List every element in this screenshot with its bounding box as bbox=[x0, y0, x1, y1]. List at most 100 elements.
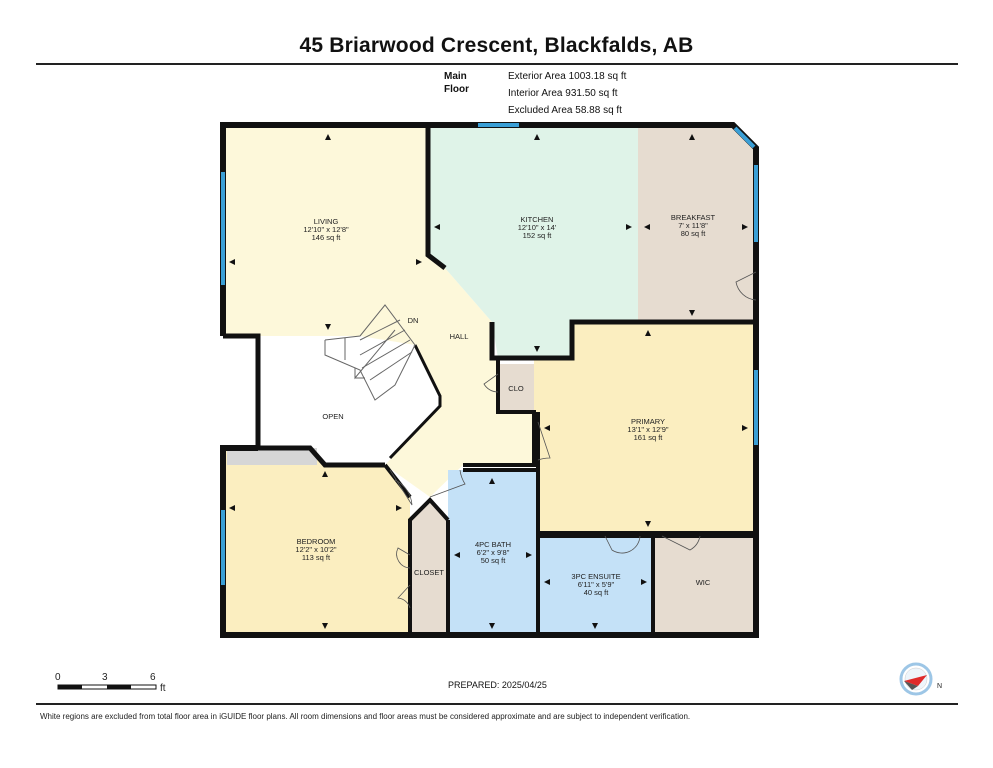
scale-tick-6: 6 bbox=[150, 672, 156, 683]
kitchen-hall-wall bbox=[425, 125, 447, 270]
marker bbox=[742, 425, 748, 431]
marker bbox=[325, 134, 331, 140]
floor-label: Main Floor bbox=[444, 71, 469, 95]
living-area: 146 sq ft bbox=[312, 233, 342, 242]
primary-dims: 13'1" x 12'9" bbox=[627, 425, 668, 434]
kitchen-label: KITCHEN bbox=[521, 215, 554, 224]
living-dims: 12'10" x 12'8" bbox=[303, 225, 349, 234]
stair-outline bbox=[324, 304, 416, 401]
living-label: LIVING bbox=[314, 217, 339, 226]
marker bbox=[544, 579, 550, 585]
marker bbox=[396, 505, 402, 511]
footnote: White regions are excluded from total fl… bbox=[40, 712, 691, 721]
marker bbox=[322, 471, 328, 477]
primary-area: 161 sq ft bbox=[634, 433, 664, 442]
wic-fill bbox=[653, 536, 756, 635]
excluded-strip bbox=[227, 448, 317, 465]
clo-fill bbox=[498, 364, 534, 412]
compass-north: N bbox=[937, 683, 942, 690]
marker bbox=[626, 224, 632, 230]
header-divider bbox=[36, 63, 958, 65]
clo-wall bbox=[463, 358, 536, 467]
bedroom-area: 113 sq ft bbox=[302, 553, 331, 562]
door-bedroom bbox=[389, 469, 413, 506]
marker bbox=[689, 310, 695, 316]
room-labels: LIVING 12'10" x 12'8" 146 sq ft KITCHEN … bbox=[295, 213, 715, 597]
marker bbox=[644, 224, 650, 230]
door-primary bbox=[537, 421, 551, 461]
closet-wall bbox=[408, 497, 450, 635]
scale-bar: 0 3 6 ft bbox=[55, 672, 166, 694]
stair-step bbox=[359, 329, 406, 356]
footer-divider bbox=[36, 703, 958, 705]
marker bbox=[645, 521, 651, 527]
bedroom-dims: 12'2" x 10'2" bbox=[295, 545, 336, 554]
open-fill bbox=[258, 336, 440, 465]
closet-fill bbox=[410, 500, 448, 635]
marker bbox=[325, 324, 331, 330]
marker bbox=[689, 134, 695, 140]
hall-label: HALL bbox=[450, 332, 469, 341]
ensuite-area: 40 sq ft bbox=[584, 588, 610, 597]
marker bbox=[322, 623, 328, 629]
exterior-area: Exterior Area 1003.18 sq ft bbox=[508, 71, 627, 82]
marker bbox=[489, 478, 495, 484]
marker bbox=[489, 623, 495, 629]
open-west-wall bbox=[223, 333, 385, 468]
primary-label: PRIMARY bbox=[631, 417, 665, 426]
stair-step bbox=[361, 339, 411, 369]
marker bbox=[592, 623, 598, 629]
breakfast-fill bbox=[638, 125, 756, 322]
kitchen-dims: 12'10" x 14' bbox=[518, 223, 557, 232]
doors bbox=[389, 271, 757, 609]
stair-step bbox=[359, 319, 401, 341]
dimension-markers bbox=[229, 134, 748, 629]
marker bbox=[526, 552, 532, 558]
ensuite-dims: 6'11" x 5'9" bbox=[578, 580, 615, 589]
stair-arrow bbox=[354, 329, 396, 380]
kitchen-south-wall bbox=[489, 319, 756, 361]
marker bbox=[434, 224, 440, 230]
bath-dims: 6'2" x 9'8" bbox=[477, 548, 510, 557]
marker bbox=[641, 579, 647, 585]
ensuite-label: 3PC ENSUITE bbox=[571, 572, 620, 581]
stair-rail bbox=[388, 344, 442, 460]
clo-label: CLO bbox=[508, 384, 524, 393]
ensuite-fill bbox=[538, 536, 653, 635]
door-closet-1 bbox=[396, 547, 411, 569]
staircase bbox=[324, 304, 416, 401]
wic-label: WIC bbox=[696, 578, 711, 587]
marker bbox=[416, 259, 422, 265]
breakfast-dims: 7' x 11'8" bbox=[678, 221, 708, 230]
excluded-area: Excluded Area 58.88 sq ft bbox=[508, 105, 622, 116]
marker bbox=[229, 259, 235, 265]
open-label: OPEN bbox=[322, 412, 343, 421]
bath-label: 4PC BATH bbox=[475, 540, 511, 549]
interior-area: Interior Area 931.50 sq ft bbox=[508, 88, 618, 99]
kitchen-area: 152 sq ft bbox=[523, 231, 553, 240]
scale-tick-3: 3 bbox=[102, 672, 108, 683]
bedroom-fill bbox=[223, 448, 410, 635]
stair-step bbox=[369, 351, 413, 381]
breakfast-label: BREAKFAST bbox=[671, 213, 716, 222]
dn-label: DN bbox=[408, 316, 419, 325]
window-breakfast-corner bbox=[733, 126, 756, 149]
marker bbox=[544, 425, 550, 431]
door-clo bbox=[483, 373, 499, 393]
scale-unit: ft bbox=[160, 683, 166, 694]
door-ensuite bbox=[604, 535, 641, 554]
kitchen-fill bbox=[428, 125, 638, 358]
page-title: 45 Briarwood Crescent, Blackfalds, AB bbox=[299, 34, 694, 57]
breakfast-area: 80 sq ft bbox=[681, 229, 707, 238]
door-wic bbox=[661, 535, 701, 551]
door-closet-2 bbox=[397, 584, 411, 609]
bedroom-label: BEDROOM bbox=[297, 537, 336, 546]
marker bbox=[229, 505, 235, 511]
bath-area: 50 sq ft bbox=[481, 556, 507, 565]
compass-icon: N bbox=[899, 662, 942, 696]
windows bbox=[221, 123, 758, 585]
marker bbox=[742, 224, 748, 230]
bath-fill bbox=[448, 470, 538, 635]
marker bbox=[534, 134, 540, 140]
